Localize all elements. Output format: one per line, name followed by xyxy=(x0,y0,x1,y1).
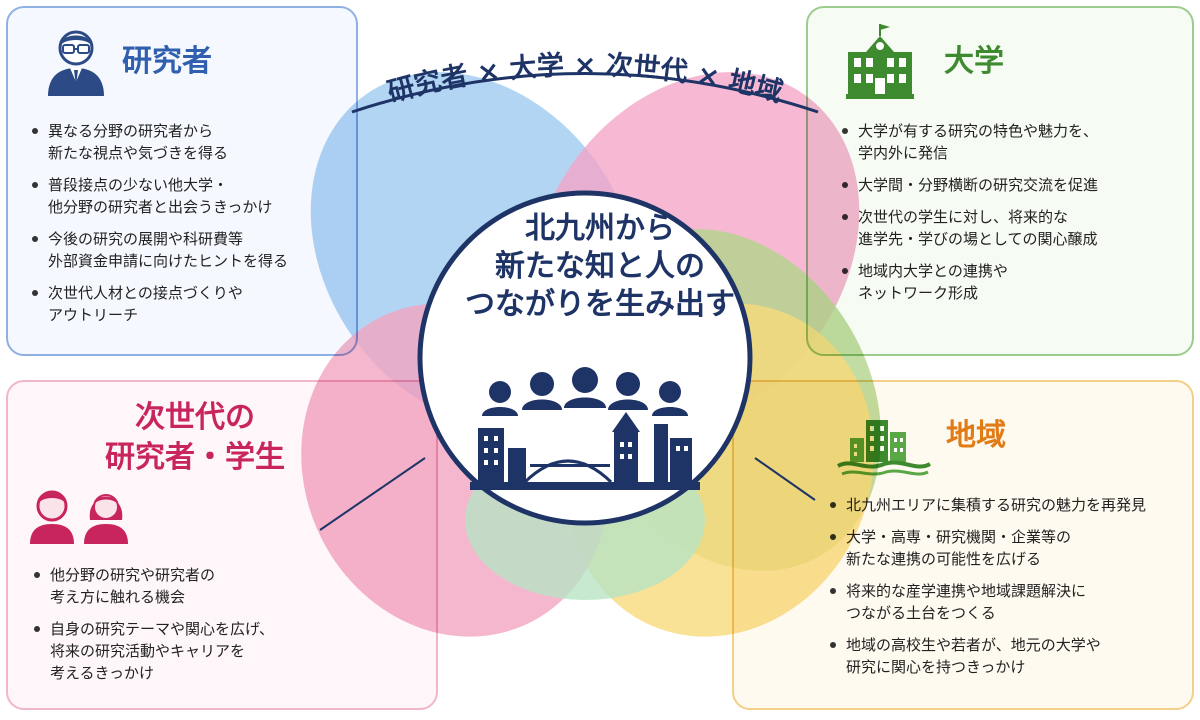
list-item: 次世代の学生に対し、将来的な 進学先・学びの場としての関心醸成 xyxy=(838,206,1188,250)
nextgen-title-line2: 研究者・学生 xyxy=(105,440,285,475)
nextgen-title-line1: 次世代の xyxy=(135,400,255,435)
university-building-icon xyxy=(846,24,914,99)
people-icon xyxy=(482,367,688,416)
list-item: 地域内大学との連携や ネットワーク形成 xyxy=(838,260,1188,304)
connector-line-right xyxy=(754,457,816,501)
nextgen-list: 他分野の研究や研究者の 考え方に触れる機会 自身の研究テーマや関心を広げ、 将来… xyxy=(30,564,350,694)
banner-arc xyxy=(351,72,819,114)
students-icon xyxy=(30,490,128,544)
university-title: 大学 xyxy=(944,44,1004,79)
list-item: 将来的な産学連携や地域課題解決に つながる土台をつくる xyxy=(826,580,1194,624)
center-message: 北九州から 新たな知と人の つながりを生み出す xyxy=(450,210,750,324)
researcher-title: 研究者 xyxy=(122,44,212,79)
region-title: 地域 xyxy=(946,418,1006,453)
center-line-3: つながりを生み出す xyxy=(465,287,735,322)
list-item: 次世代人材との接点づくりや アウトリーチ xyxy=(28,282,354,326)
list-item: 自身の研究テーマや関心を広げ、 将来の研究活動やキャリアを 考えるきっかけ xyxy=(30,618,350,684)
list-item: 地域の高校生や若者が、地元の大学や 研究に関心を持つきっかけ xyxy=(826,634,1194,678)
researcher-list: 異なる分野の研究者から 新たな視点や気づきを得る 普段接点の少ない他大学・ 他分… xyxy=(28,120,354,336)
center-line-2: 新たな知と人の xyxy=(495,249,705,284)
list-item: 他分野の研究や研究者の 考え方に触れる機会 xyxy=(30,564,350,608)
researcher-card: 研究者 異なる分野の研究者から 新たな視点や気づきを得る 普段接点の少ない他大学… xyxy=(6,6,358,356)
researcher-person-icon xyxy=(48,30,104,96)
list-item: 今後の研究の展開や科研費等 外部資金申請に向けたヒントを得る xyxy=(28,228,354,272)
list-item: 異なる分野の研究者から 新たな視点や気づきを得る xyxy=(28,120,354,164)
connector-line-left xyxy=(319,457,426,531)
center-line-1: 北九州から xyxy=(525,211,675,246)
list-item: 普段接点の少ない他大学・ 他分野の研究者と出会うきっかけ xyxy=(28,174,354,218)
list-item: 大学が有する研究の特色や魅力を、 学内外に発信 xyxy=(838,120,1188,164)
university-card: 大学 大学が有する研究の特色や魅力を、 学内外に発信 大学間・分野横断の研究交流… xyxy=(806,6,1194,356)
region-list: 北九州エリアに集積する研究の魅力を再発見 大学・高専・研究機関・企業等の 新たな… xyxy=(826,494,1194,688)
university-list: 大学が有する研究の特色や魅力を、 学内外に発信 大学間・分野横断の研究交流を促進… xyxy=(838,120,1188,314)
nextgen-title: 次世代の 研究者・学生 xyxy=(80,398,310,478)
list-item: 大学・高専・研究機関・企業等の 新たな連携の可能性を広げる xyxy=(826,526,1194,570)
